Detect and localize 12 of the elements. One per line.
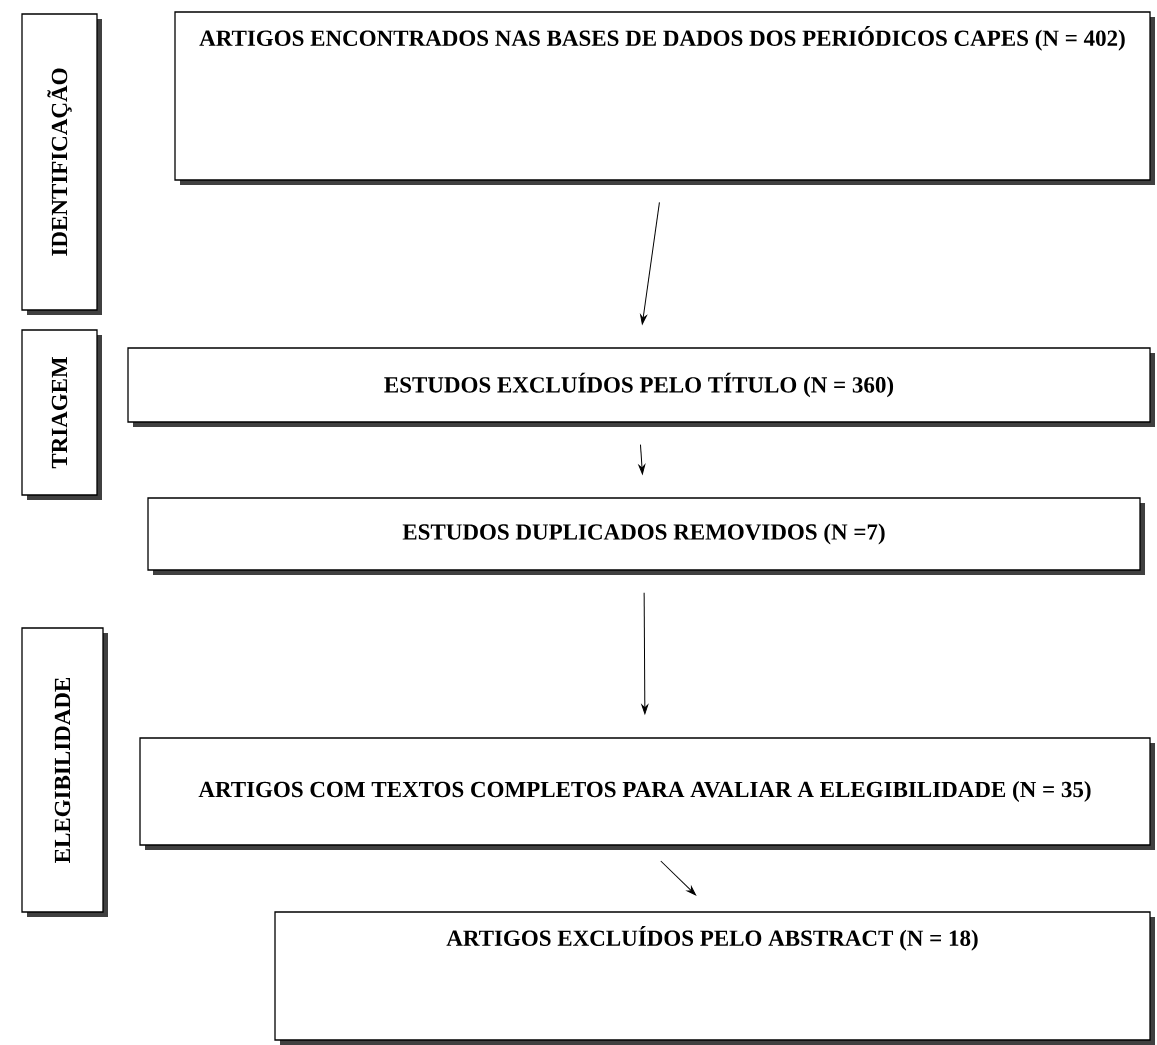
arrow xyxy=(640,201,660,325)
process-box: ARTIGOS COM TEXTOS COMPLETOS PARA AVALIAR A ELEGIBILIDADE (N = 35) xyxy=(139,737,1155,850)
stage-label-box: ELEGIBILIDADE xyxy=(21,627,108,917)
stage-label-box: TRIAGEM xyxy=(21,329,102,500)
arrow xyxy=(638,444,646,475)
arrow xyxy=(641,592,649,715)
stage-label-box: IDENTIFICAÇÃO xyxy=(21,13,102,315)
arrow xyxy=(660,860,697,896)
process-box: ESTUDOS EXCLUÍDOS PELO TÍTULO (N = 360) xyxy=(127,347,1155,427)
process-box: ESTUDOS DUPLICADOS REMOVIDOS (N =7) xyxy=(147,497,1145,575)
process-box: ARTIGOS ENCONTRADOS NAS BASES DE DADOS DOS PERIÓDICOS CAPES (N = 402) xyxy=(174,11,1155,185)
process-box: ARTIGOS EXCLUÍDOS PELO ABSTRACT (N = 18) xyxy=(274,911,1155,1045)
